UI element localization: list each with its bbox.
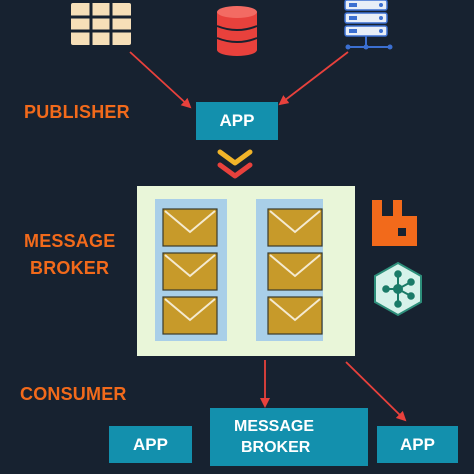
rabbitmq-icon	[372, 200, 417, 246]
database-icon	[216, 6, 258, 56]
server-icon	[344, 0, 393, 50]
consumer-broker-line1: MESSAGE	[234, 417, 315, 435]
kafka-icon	[374, 261, 422, 317]
envelope-icon	[162, 208, 323, 335]
arrow-broker-to-right	[345, 361, 407, 422]
table-icon	[71, 3, 131, 45]
chevron-down-icon	[217, 149, 253, 179]
consumer-broker-line2: BROKER	[241, 438, 311, 456]
consumer-label: CONSUMER	[20, 384, 127, 404]
message-broker-label-line2: BROKER	[30, 258, 110, 278]
consumer-app-left: APP	[109, 426, 192, 463]
publisher-label: PUBLISHER	[24, 102, 130, 122]
arrow-server-to-app	[278, 51, 349, 106]
consumer-message-broker-box: MESSAGE BROKER	[210, 408, 368, 466]
message-broker-label-line1: MESSAGE	[24, 231, 116, 251]
arrow-table-to-app	[129, 51, 192, 109]
publisher-app-box: APP	[196, 102, 278, 140]
consumer-app-right: APP	[377, 426, 458, 463]
